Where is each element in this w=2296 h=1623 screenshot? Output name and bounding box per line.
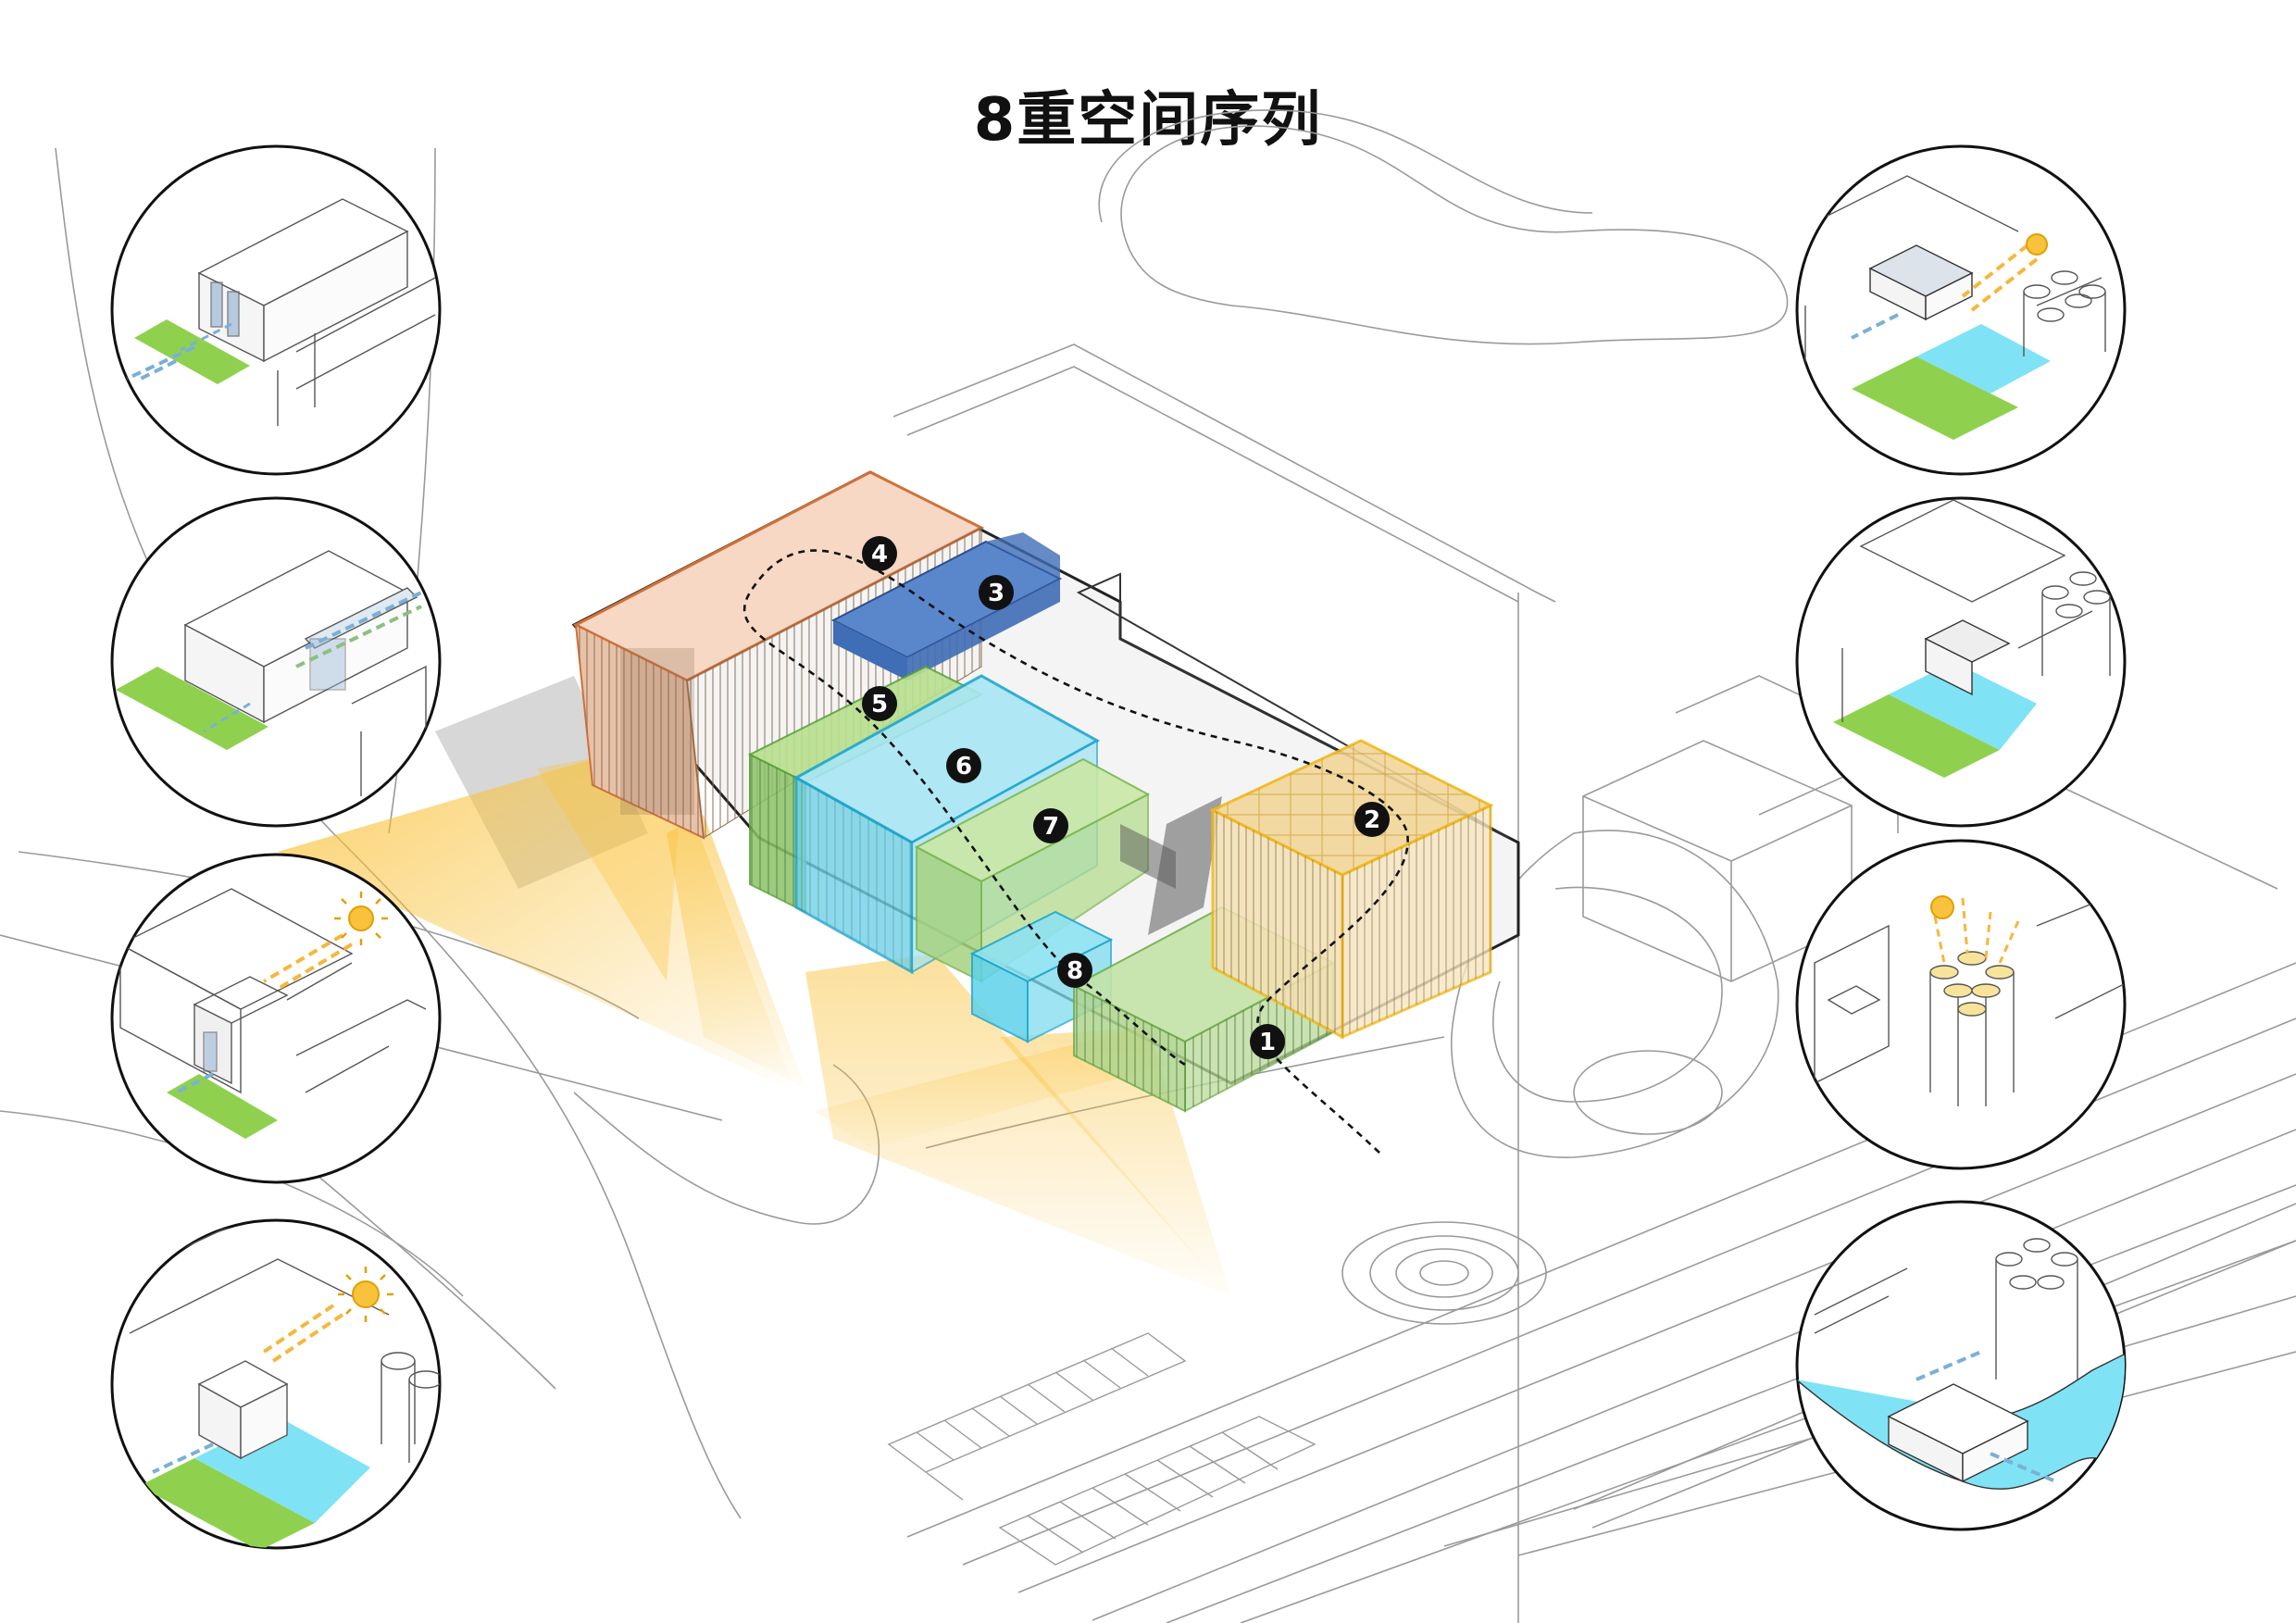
detail-bubble-3 (110, 853, 442, 1184)
svg-text:3: 3 (988, 580, 1004, 607)
detail-bubble-1 (110, 144, 442, 476)
volume-blue (830, 532, 1063, 680)
svg-text:4: 4 (871, 541, 888, 568)
detail-bubble-5 (1795, 144, 2127, 476)
circulation-path (742, 549, 1409, 1154)
page-title: 8重空间序列 (973, 86, 1323, 155)
sequence-markers: 1 2 3 4 5 6 7 8 (862, 536, 1390, 1059)
marker-1: 1 (1250, 1024, 1285, 1059)
svg-text:8: 8 (1067, 957, 1083, 985)
svg-text:6: 6 (955, 753, 972, 780)
detail-bubble-6 (1795, 496, 2127, 828)
detail-bubble-4 (110, 1218, 442, 1550)
ripple-feature (1341, 1221, 1547, 1325)
svg-text:1: 1 (1259, 1029, 1276, 1056)
detail-bubble-7 (1795, 839, 2127, 1170)
building-complex (278, 470, 1520, 1296)
volume-yellow (1209, 739, 1494, 1040)
svg-text:7: 7 (1042, 813, 1059, 841)
parking-stripes (887, 1332, 1316, 1566)
svg-text:2: 2 (1364, 806, 1380, 834)
marker-4: 4 (862, 536, 897, 571)
svg-text:5: 5 (871, 691, 888, 718)
marker-7: 7 (1033, 808, 1068, 843)
marker-3: 3 (979, 575, 1014, 610)
detail-bubble-8 (1795, 1200, 2127, 1531)
marker-5: 5 (862, 686, 897, 721)
detail-bubble-2 (110, 496, 442, 828)
marker-2: 2 (1354, 802, 1390, 837)
marker-6: 6 (946, 748, 981, 783)
marker-8: 8 (1057, 953, 1092, 988)
